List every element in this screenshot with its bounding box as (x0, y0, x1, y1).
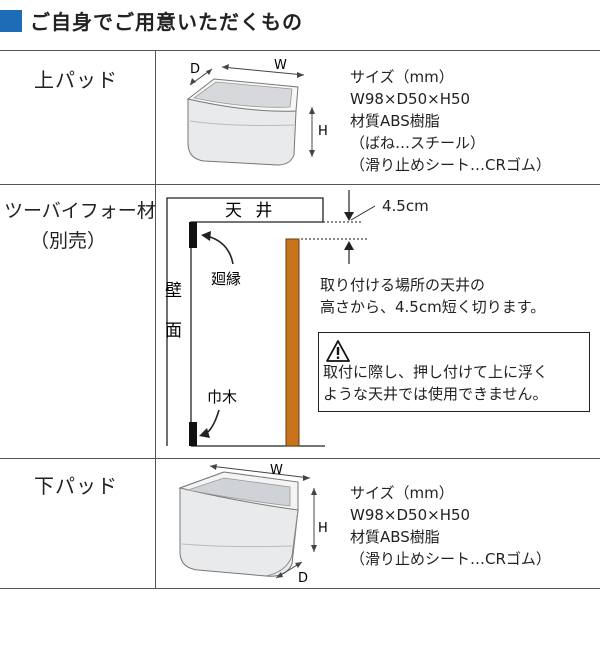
top-pad-specs: サイズ（mm） W98×D50×H50 材質ABS樹脂 （ばね…スチール） （滑… (350, 66, 551, 176)
title-accent-block (0, 10, 22, 32)
table-top-border (0, 50, 600, 51)
bottom-pad-h-label: H (318, 521, 328, 536)
spec-line: （滑り止めシート…CRゴム） (350, 550, 551, 568)
page-title: ご自身でご用意いただくもの (30, 10, 303, 34)
spec-line: W98×D50×H50 (350, 506, 471, 524)
warning-box: 取付に際し、押し付けて上に浮く ような天井では使用できません。 (318, 332, 590, 412)
bottom-pad-illustration: W H D (178, 463, 328, 586)
cut-instruction-line: 取り付ける場所の天井の (320, 276, 486, 294)
spec-line: （滑り止めシート…CRゴム） (350, 156, 551, 174)
bottom-pad-label: 下パッド (34, 474, 118, 498)
cut-instruction: 取り付ける場所の天井の 高さから、4.5cm短く切ります。 (320, 274, 545, 318)
row-divider-1 (0, 184, 600, 185)
warning-line: 取付に際し、押し付けて上に浮く (323, 363, 549, 381)
spec-line: （ばね…スチール） (350, 134, 486, 152)
bottom-pad-specs: サイズ（mm） W98×D50×H50 材質ABS樹脂 （滑り止めシート…CRゴ… (350, 482, 551, 570)
gap-label: 4.5cm (382, 197, 429, 215)
warning-line: ような天井では使用できません。 (323, 385, 548, 403)
molding-label: 廻縁 (211, 270, 241, 288)
table-bottom-border (0, 588, 600, 589)
baseboard-block (189, 422, 197, 446)
two-by-four-label: ツーバイフォー材 (4, 200, 156, 222)
bottom-pad-d-label: D (298, 571, 308, 586)
spec-line: サイズ（mm） (350, 484, 454, 502)
spec-line: 材質ABS樹脂 (350, 528, 440, 546)
row-divider-2 (0, 458, 600, 459)
top-pad-illustration: W D H (186, 58, 328, 166)
spec-line: W98×D50×H50 (350, 90, 471, 108)
bottom-pad-w-label: W (270, 463, 283, 478)
top-pad-w-label: W (274, 58, 287, 73)
baseboard-label: 巾木 (207, 388, 237, 406)
installation-diagram: 天 井 壁 面 廻縁 巾木 (165, 190, 376, 447)
warning-text: 取付に際し、押し付けて上に浮く ような天井では使用できません。 (323, 361, 548, 405)
column-divider (155, 50, 156, 588)
two-by-four-sublabel: （別売） (30, 230, 107, 252)
spec-line: サイズ（mm） (350, 68, 454, 86)
top-pad-label: 上パッド (34, 68, 118, 92)
ceiling-label: 天 井 (225, 201, 276, 221)
molding-block (189, 222, 197, 248)
top-pad-d-label: D (190, 62, 200, 77)
wall-label-char2: 面 (165, 321, 182, 341)
top-pad-h-label: H (318, 124, 328, 139)
wall-label-char1: 壁 (165, 281, 182, 301)
cut-instruction-line: 高さから、4.5cm短く切ります。 (320, 298, 546, 316)
warning-triangle-icon (326, 340, 350, 362)
spec-line: 材質ABS樹脂 (350, 112, 440, 130)
two-by-four-wood (285, 238, 300, 447)
